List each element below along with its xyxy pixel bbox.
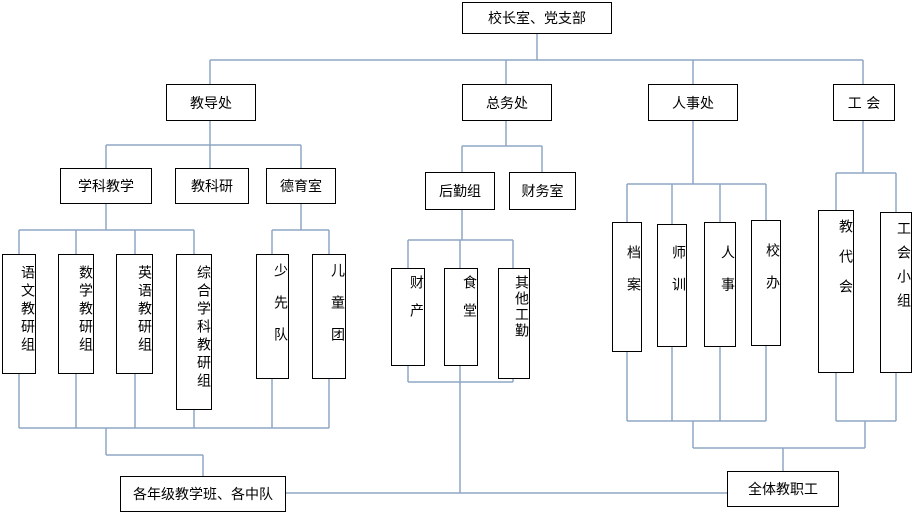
comprehensive-research-group: 综合学科教研组 [176, 254, 212, 410]
dept-personnel: 人事处 [648, 84, 738, 121]
all-staff-box: 全体教职工 [727, 471, 839, 507]
staff-congress-box: 教代会 [818, 210, 854, 373]
subject-teaching-box: 学科教学 [60, 168, 152, 204]
canteen-box: 食堂 [444, 268, 478, 366]
school-office-box: 校办 [751, 220, 781, 346]
moral-education-box: 德育室 [266, 168, 336, 204]
personnel-affairs-box: 人事 [704, 222, 736, 347]
root-box: 校长室、党支部 [462, 2, 612, 34]
english-research-group: 英语教研组 [116, 254, 153, 374]
assets-box: 财产 [391, 268, 425, 366]
math-research-group: 数学教研组 [58, 254, 94, 374]
dept-union: 工 会 [833, 84, 895, 121]
dept-general-affairs: 总务处 [462, 84, 552, 121]
union-group-box: 工会小组 [880, 212, 912, 373]
dept-teaching: 教导处 [166, 84, 256, 121]
finance-box: 财务室 [509, 172, 576, 210]
teacher-training-box: 师训 [657, 224, 687, 347]
logistics-box: 后勤组 [425, 172, 495, 210]
childrens-corps-box: 儿童团 [312, 254, 346, 379]
classes-box: 各年级教学班、各中队 [120, 476, 286, 512]
chinese-research-group: 语文教研组 [2, 254, 36, 374]
teaching-research-box: 教科研 [175, 168, 249, 204]
archives-box: 档案 [612, 222, 642, 352]
other-workers-box: 其他工勤 [498, 268, 530, 379]
young-pioneers-box: 少先队 [256, 254, 289, 379]
